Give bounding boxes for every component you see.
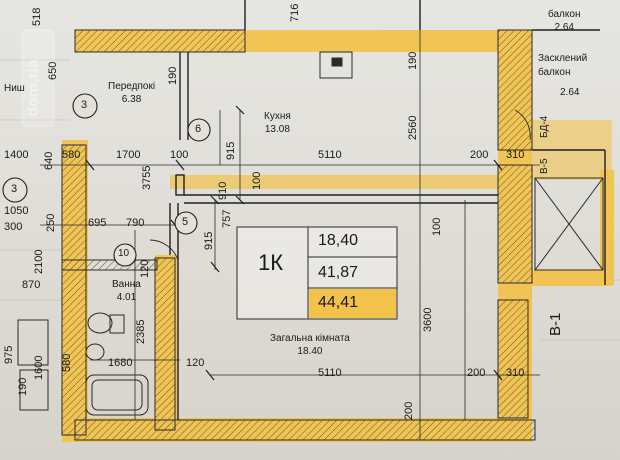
dim-695: 695 — [88, 217, 107, 229]
dim-3600: 3600 — [422, 307, 434, 332]
dim-310b: 310 — [506, 367, 525, 379]
room-hallway-area: 6.38 — [121, 94, 142, 105]
dim-5110a: 5110 — [318, 149, 342, 161]
room-balcony-name: Засклений балкон — [538, 53, 588, 78]
dim-1050: 1050 — [4, 205, 29, 217]
dim-1700: 1700 — [116, 149, 141, 161]
dim-5110b: 5110 — [318, 367, 342, 379]
total-area-value: 41,87 — [318, 264, 359, 281]
dim-200b: 200 — [467, 367, 486, 379]
dim-2100: 2100 — [33, 249, 45, 274]
dim-1680: 1680 — [108, 357, 133, 369]
room-balcony-top: балкон 2.64 — [548, 10, 580, 33]
room-kitchen: Кухня 13.08 — [264, 112, 291, 135]
dim-910: 910 — [217, 181, 229, 200]
section-markers — [2, 93, 211, 267]
room-bathroom-area: 4.01 — [116, 292, 137, 303]
balcony-window — [319, 51, 604, 271]
dim-915b: 915 — [203, 231, 215, 250]
interior-walls — [169, 0, 606, 420]
dim-1400: 1400 — [4, 149, 29, 161]
dim-580b: 580 — [61, 353, 73, 372]
dim-100a: 100 — [170, 149, 189, 161]
room-balcony-top-area: 2.64 — [554, 22, 574, 33]
marker-3: 3 — [81, 99, 88, 111]
room-hallway-name: Передпокі — [108, 81, 156, 92]
dim-100b: 100 — [251, 171, 263, 190]
dim-310a: 310 — [506, 149, 525, 161]
room-balcony-top-name: балкон — [548, 9, 581, 20]
stair-note: Ниш — [4, 83, 25, 94]
total-with-balcony-value: 44,41 — [318, 294, 359, 311]
room-living: Загальна кімната 18.40 — [270, 334, 350, 357]
dim-190a: 190 — [167, 66, 179, 85]
room-kitchen-area: 13.08 — [264, 124, 290, 135]
dim-1600: 1600 — [33, 355, 45, 380]
door-swings — [149, 109, 531, 261]
dim-300: 300 — [4, 221, 23, 233]
room-balcony-area: 2.64 — [560, 87, 580, 98]
dim-2385: 2385 — [135, 319, 147, 344]
marker-6: 6 — [195, 123, 202, 135]
marker-10: 10 — [118, 248, 130, 259]
dimension-ticks — [85, 105, 503, 381]
dim-200a: 200 — [470, 149, 489, 161]
room-balcony: Засклений балкон 2.64 — [538, 52, 608, 98]
dim-190b: 190 — [407, 51, 419, 70]
dim-190c: 190 — [17, 377, 29, 396]
dim-757: 757 — [221, 209, 233, 228]
dim-870: 870 — [22, 279, 41, 291]
room-kitchen-name: Кухня — [264, 111, 291, 122]
dim-250: 250 — [45, 213, 57, 232]
dim-200c: 200 — [403, 401, 415, 420]
dim-580a: 580 — [62, 149, 81, 161]
room-hallway: Передпокі 6.38 — [108, 82, 155, 105]
dim-2560: 2560 — [407, 115, 419, 140]
marker-3-left: 3 — [11, 183, 18, 195]
room-bathroom-name: Ванна — [112, 279, 141, 290]
section-label: В-1 — [547, 312, 564, 336]
marker-5: 5 — [182, 216, 189, 228]
dim-650: 650 — [47, 61, 59, 80]
svg-text:dom.ria: dom.ria — [25, 59, 42, 117]
bathroom-fixtures — [17, 312, 149, 416]
dim-915a: 915 — [225, 141, 237, 160]
side-label-bd4: БД-4 — [539, 115, 550, 138]
dim-716: 716 — [289, 3, 301, 22]
room-living-area: 18.40 — [297, 346, 323, 357]
dim-790: 790 — [126, 217, 145, 229]
living-area-value: 18,40 — [318, 232, 359, 249]
dim-518: 518 — [31, 7, 43, 26]
dim-120a: 120 — [139, 259, 151, 278]
room-living-name: Загальна кімната — [270, 333, 350, 344]
dim-975: 975 — [3, 345, 15, 364]
area-summary-box — [236, 226, 398, 320]
dim-120b: 120 — [186, 357, 205, 369]
apartment-type: 1К — [258, 250, 284, 275]
dim-100c: 100 — [431, 217, 443, 236]
dim-3755: 3755 — [141, 165, 153, 190]
watermark-logo: dom.ria — [20, 28, 56, 128]
dimension-lines — [40, 30, 540, 440]
room-bathroom: Ванна 4.01 — [112, 280, 141, 303]
side-label-v5: В-5 — [539, 158, 550, 174]
dim-640: 640 — [43, 151, 55, 170]
